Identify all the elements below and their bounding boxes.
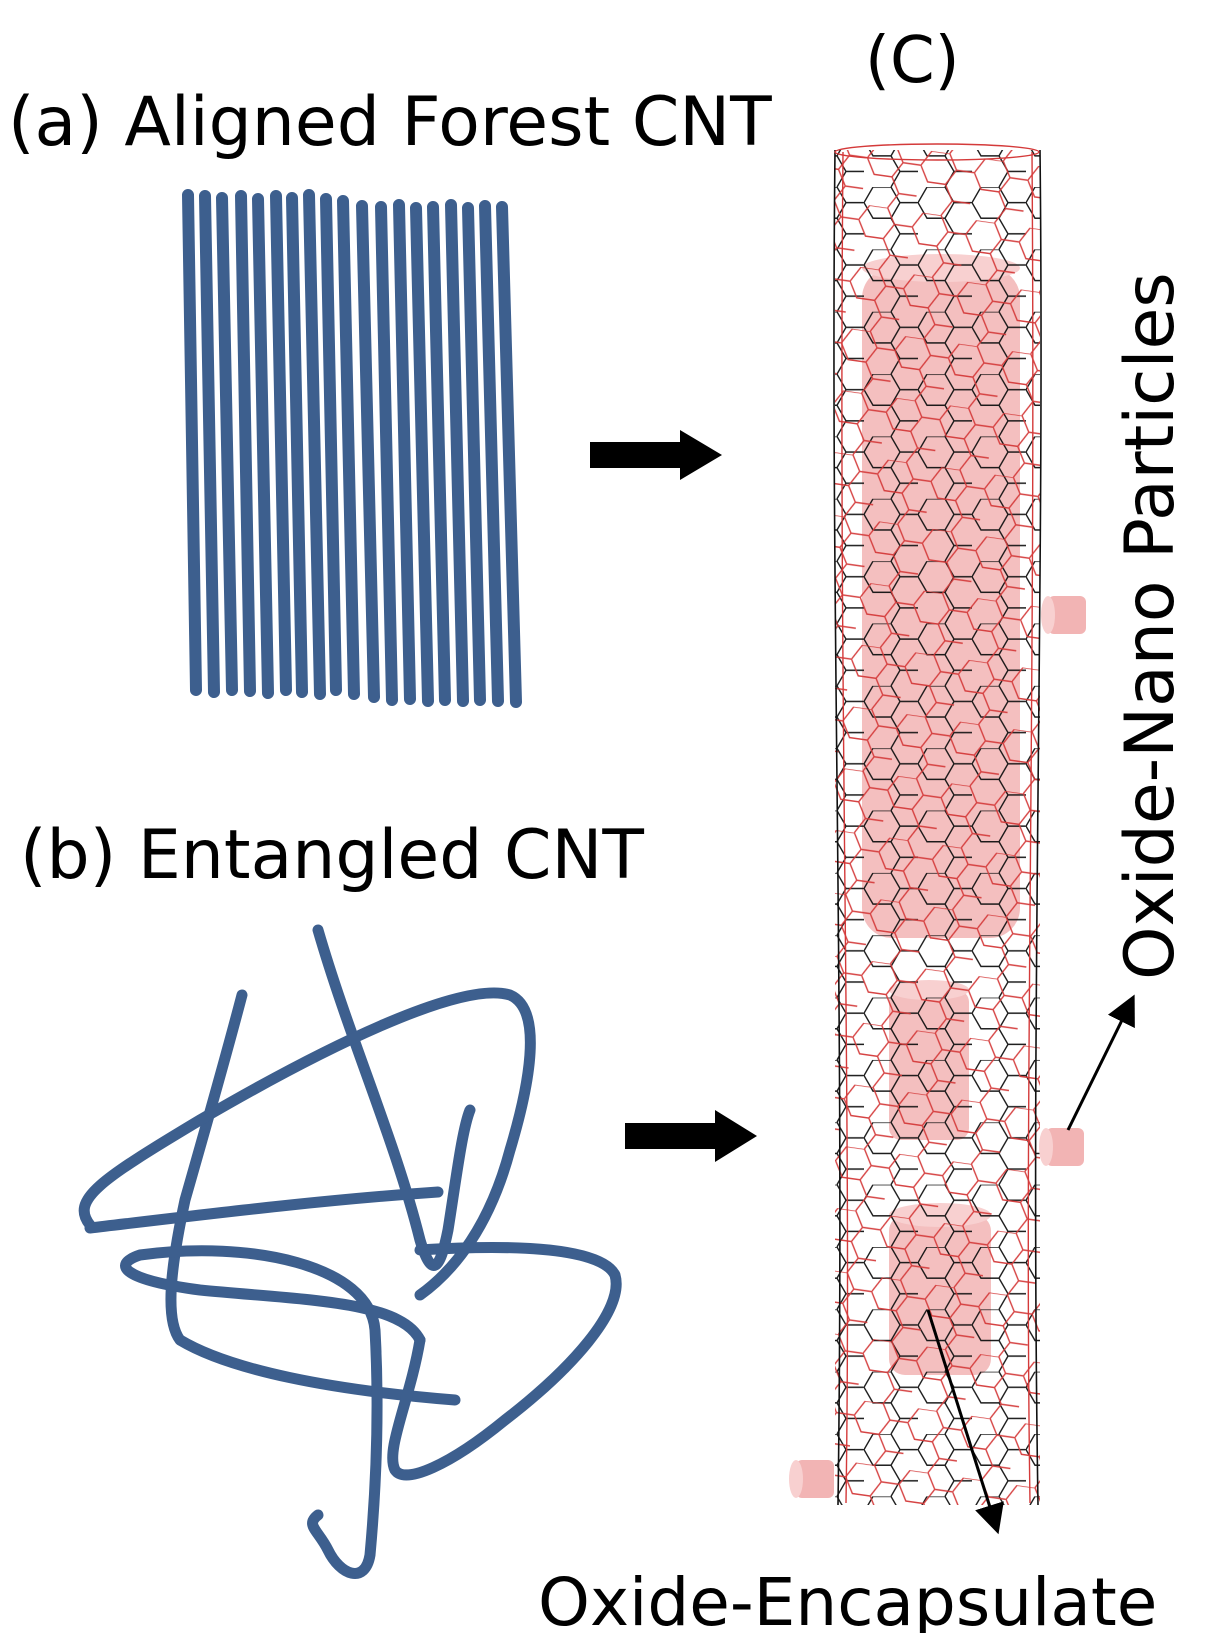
cnt-tube xyxy=(393,199,416,705)
cnt-strand xyxy=(84,1186,444,1234)
panel-a-label: (a) Aligned Forest CNT xyxy=(8,83,772,162)
cnt-tube xyxy=(479,200,504,707)
cnt-tube xyxy=(320,193,342,696)
cnt-strand xyxy=(120,1245,426,1579)
arrow-icon xyxy=(1066,994,1135,1131)
cnt-strand xyxy=(387,1242,622,1481)
cnt-strand xyxy=(165,989,461,1406)
cnt-tube xyxy=(375,201,398,706)
cnt-tube xyxy=(182,189,202,696)
cnt-tube xyxy=(410,202,434,707)
aligned-cnt-forest xyxy=(182,189,522,708)
cnt-tube xyxy=(427,201,451,706)
cnt-with-oxide xyxy=(789,143,1086,1506)
cnt-tube xyxy=(216,192,238,696)
cnt-tube xyxy=(286,192,308,698)
cnt-tube xyxy=(270,190,292,696)
right-arrow-icon xyxy=(590,430,722,480)
cnt-tube xyxy=(303,189,326,700)
oxide-nanoparticle xyxy=(789,1460,834,1498)
cnt-tube xyxy=(235,190,256,697)
panel-b-label: (b) Entangled CNT xyxy=(20,816,644,895)
oxide-encapsulate-label: Oxide-Encapsulate xyxy=(538,1564,1157,1633)
cnt-tube xyxy=(462,202,486,706)
right-arrow-icon xyxy=(625,1110,757,1162)
cnt-strand xyxy=(312,924,476,1271)
cnt-strand xyxy=(78,987,536,1301)
cnt-lattice-tube xyxy=(833,143,1042,1506)
arrow-icon xyxy=(926,1309,1004,1535)
oxide-nanoparticle xyxy=(1041,596,1086,634)
entangled-cnt xyxy=(78,924,622,1579)
cnt-tube xyxy=(445,199,469,707)
cnt-tube xyxy=(496,201,522,708)
cnt-tube xyxy=(252,193,274,699)
cnt-tube xyxy=(199,190,220,698)
panel-c-label: (C) xyxy=(865,24,960,98)
oxide-nano-particles-label: Oxide-Nano Particles xyxy=(1111,272,1190,980)
cnt-tube xyxy=(356,200,380,703)
cnt-tube xyxy=(337,195,360,700)
oxide-nanoparticle xyxy=(1039,1128,1084,1166)
